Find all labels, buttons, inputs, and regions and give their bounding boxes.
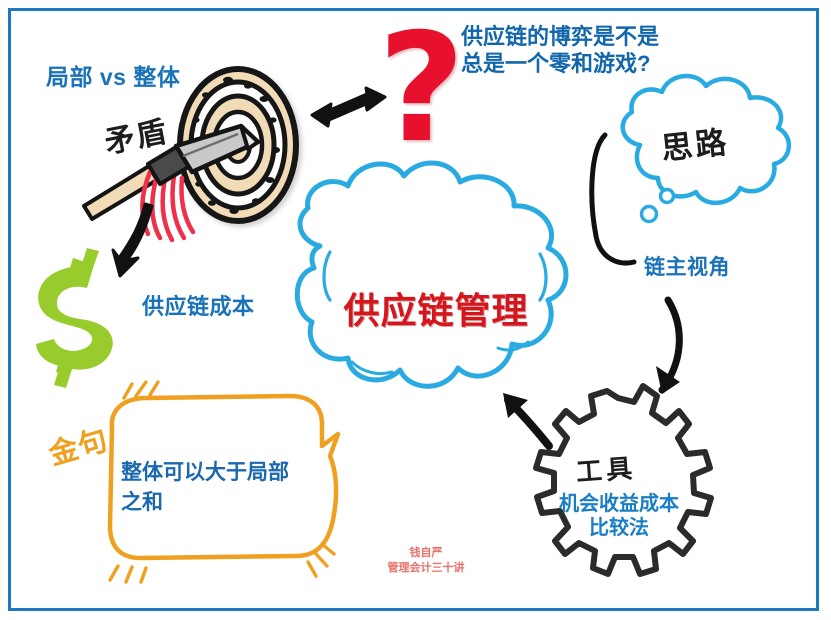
footer-credit: 钱自严 管理会计三十讲 [387,547,465,574]
golden-quote-box [107,380,341,584]
arrow-down-left-icon [111,202,154,278]
question-mark-icon: ? [378,2,466,176]
handwritten-idea: 思路 [659,124,732,168]
arrow-up-left-icon [503,393,553,450]
spear-icon [82,123,261,243]
label-chain-leader-view: 链主视角 [644,256,730,279]
question-banner: 供应链的博弈是不是 总是一个零和游戏? [461,24,660,76]
center-cloud [294,160,569,389]
center-cloud-title: 供应链管理 [343,290,529,331]
double-arrow-icon [310,86,387,128]
golden-quote-text: 整体可以大于局部 之和 [121,461,289,515]
thought-bubble [589,73,791,266]
curved-arrow-down-icon [656,296,683,394]
gear-subtitle: 机会收益成本 比较法 [559,493,679,540]
handwritten-tool: 工具 [575,453,638,489]
label-local-vs-whole: 局部 vs 整体 [46,64,181,90]
label-supply-chain-cost: 供应链成本 [142,294,255,319]
dollar-sign-icon [36,248,113,388]
gear-icon [533,383,714,577]
